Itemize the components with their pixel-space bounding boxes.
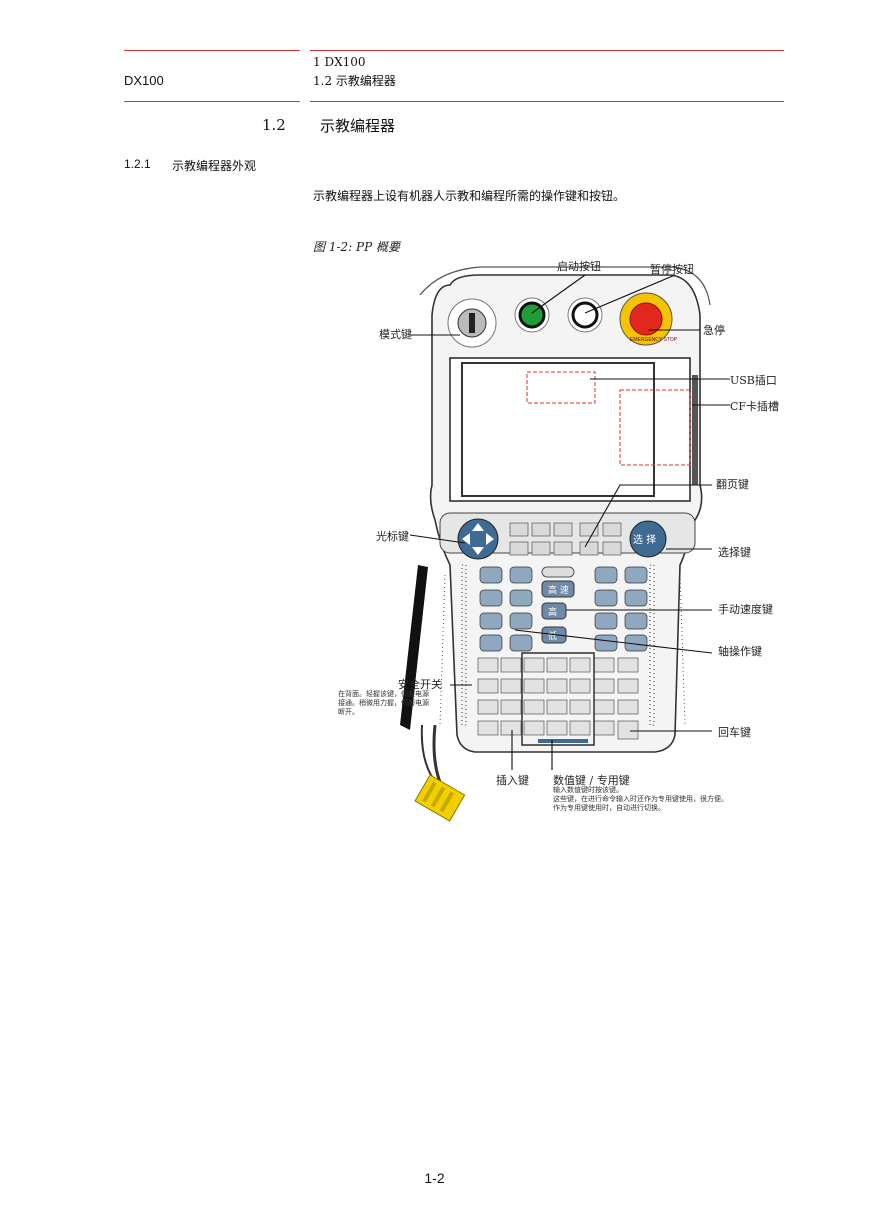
callout-usb: USB插口	[730, 374, 777, 387]
callout-page-key: 翻页键	[716, 478, 749, 491]
speed-high-label: 高	[548, 606, 557, 618]
numeric-keypad[interactable]	[477, 657, 639, 740]
figure-caption: 图 1-2: PP 概要	[313, 240, 400, 254]
callout-axis-key: 轴操作键	[718, 645, 762, 658]
cursor-key[interactable]	[457, 518, 499, 560]
section-title: 示教编程器	[320, 117, 396, 135]
callout-select-key: 选择键	[718, 546, 751, 559]
high-speed-label: 高 速	[548, 584, 569, 596]
safety-note-line: 在背面。轻握该键，伺服电源	[338, 690, 429, 698]
speed-low-label: 低	[548, 630, 557, 642]
section-number: 1.2	[262, 116, 286, 134]
safety-note: 在背面。轻握该键，伺服电源 接通。稍微用力握，伺服电源 断开。	[338, 690, 429, 717]
side-slot	[692, 375, 698, 485]
header-product: DX100	[124, 73, 164, 88]
page-number: 1-2	[424, 1170, 445, 1186]
numeric-note-line: 作为专用键使用时，自动进行切换。	[553, 804, 665, 812]
numeric-note: 输入数值键时按该键。 这些键，在进行命令输入时还作为专用键使用，很方便。 作为专…	[553, 786, 728, 813]
cable-connector-image	[414, 774, 466, 822]
hold-button[interactable]	[571, 301, 599, 329]
screen-display	[461, 362, 655, 497]
subsection-title: 示教编程器外观	[172, 159, 257, 173]
estop-ring-text: EMERGENCY STOP	[630, 337, 678, 343]
callout-safety-switch: 安全开关	[398, 678, 442, 691]
numeric-note-line: 这些键，在进行命令输入时还作为专用键使用，很方便。	[553, 795, 728, 803]
callout-enter-key: 回车键	[718, 726, 751, 739]
header-rule-bottom-right	[310, 101, 784, 102]
header-rule-top-right	[310, 50, 784, 51]
numeric-note-line: 输入数值键时按该键。	[553, 786, 623, 794]
safety-note-line: 接通。稍微用力握，伺服电源	[338, 699, 429, 707]
callout-mode-key: 模式键	[379, 328, 412, 341]
estop-button[interactable]	[629, 302, 663, 336]
cf-slot-outline	[619, 389, 691, 466]
select-key-label: 选 择	[633, 533, 656, 546]
axis-keys-left[interactable]	[479, 566, 533, 652]
select-key[interactable]	[629, 520, 667, 558]
callout-numeric-key: 数值键 / 专用键	[553, 774, 630, 787]
usb-port-outline	[526, 371, 596, 404]
safety-note-line: 断开。	[338, 708, 359, 716]
callout-start-button: 启动按钮	[557, 260, 601, 273]
callout-insert-key: 插入键	[496, 774, 529, 787]
callout-hold-button: 暂停按钮	[650, 263, 694, 276]
strap-image	[400, 565, 428, 730]
teach-pendant-illustration: EMERGENCY STOP 选 择 高 速 高 低	[400, 266, 730, 822]
callout-cursor-key: 光标键	[376, 530, 409, 543]
header-chapter: 1 DX100	[313, 55, 366, 69]
callout-estop: 急停	[703, 324, 725, 337]
header-rule-top-left	[124, 50, 300, 51]
callout-cf: CF卡插槽	[730, 400, 780, 413]
high-speed-key[interactable]	[541, 580, 575, 598]
body-paragraph: 示教编程器上设有机器人示教和编程所需的操作键和按钮。	[313, 189, 626, 203]
subsection-number: 1.2.1	[124, 157, 151, 171]
callout-speed-key: 手动速度键	[718, 603, 773, 616]
speed-high-key[interactable]	[541, 602, 567, 620]
axis-keys-right[interactable]	[594, 566, 648, 652]
header-rule-bottom-left	[124, 101, 300, 102]
header-section: 1.2 示教编程器	[313, 74, 396, 88]
function-keys	[509, 522, 622, 556]
